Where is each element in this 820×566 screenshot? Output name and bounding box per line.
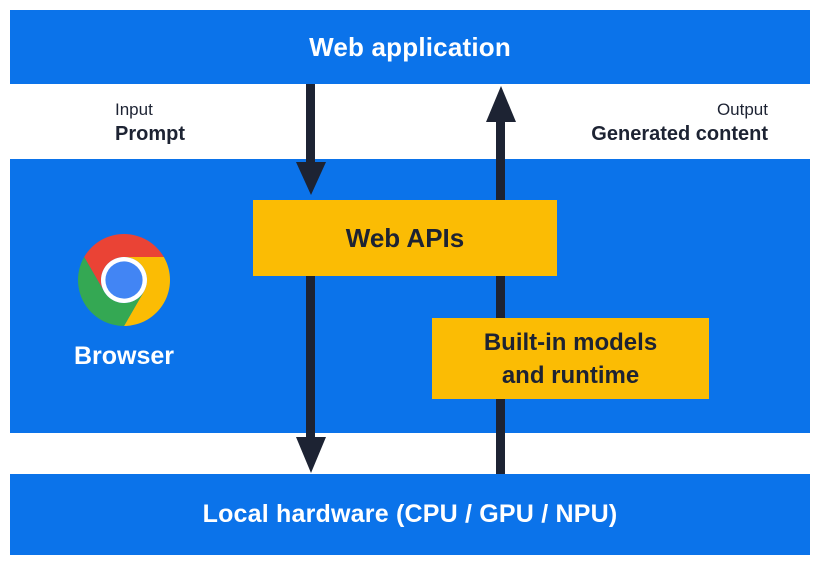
input-label: Input <box>115 100 153 119</box>
local-hardware-bar: Local hardware (CPU / GPU / NPU) <box>10 474 810 555</box>
builtin-models-label-line2: and runtime <box>501 361 640 389</box>
generated-content-up-arrowhead <box>486 86 516 122</box>
web-apis-label: Web APIs <box>345 222 465 253</box>
prompt-down-arrow-line-2 <box>306 276 315 437</box>
local-hardware-label: Local hardware (CPU / GPU / NPU) <box>202 500 618 528</box>
input-annotation: Input Prompt <box>115 99 185 147</box>
prompt-down-arrow-line-1 <box>306 84 315 163</box>
prompt-down-arrowhead-1 <box>296 162 326 195</box>
builtin-models-label-line1: Built-in models <box>483 328 658 356</box>
generated-content-up-arrow-line <box>496 121 505 474</box>
output-annotation: Output Generated content <box>591 99 768 147</box>
prompt-down-arrowhead-2 <box>296 437 326 473</box>
chrome-icon <box>78 234 170 326</box>
browser-label: Browser <box>73 342 175 370</box>
builtin-models-box: Built-in models and runtime <box>432 318 709 399</box>
prompt-label: Prompt <box>115 123 185 145</box>
generated-content-label: Generated content <box>591 123 768 145</box>
output-label: Output <box>716 100 768 119</box>
web-application-bar: Web application <box>10 10 810 84</box>
web-apis-box: Web APIs <box>253 200 557 276</box>
web-application-label: Web application <box>309 31 511 62</box>
